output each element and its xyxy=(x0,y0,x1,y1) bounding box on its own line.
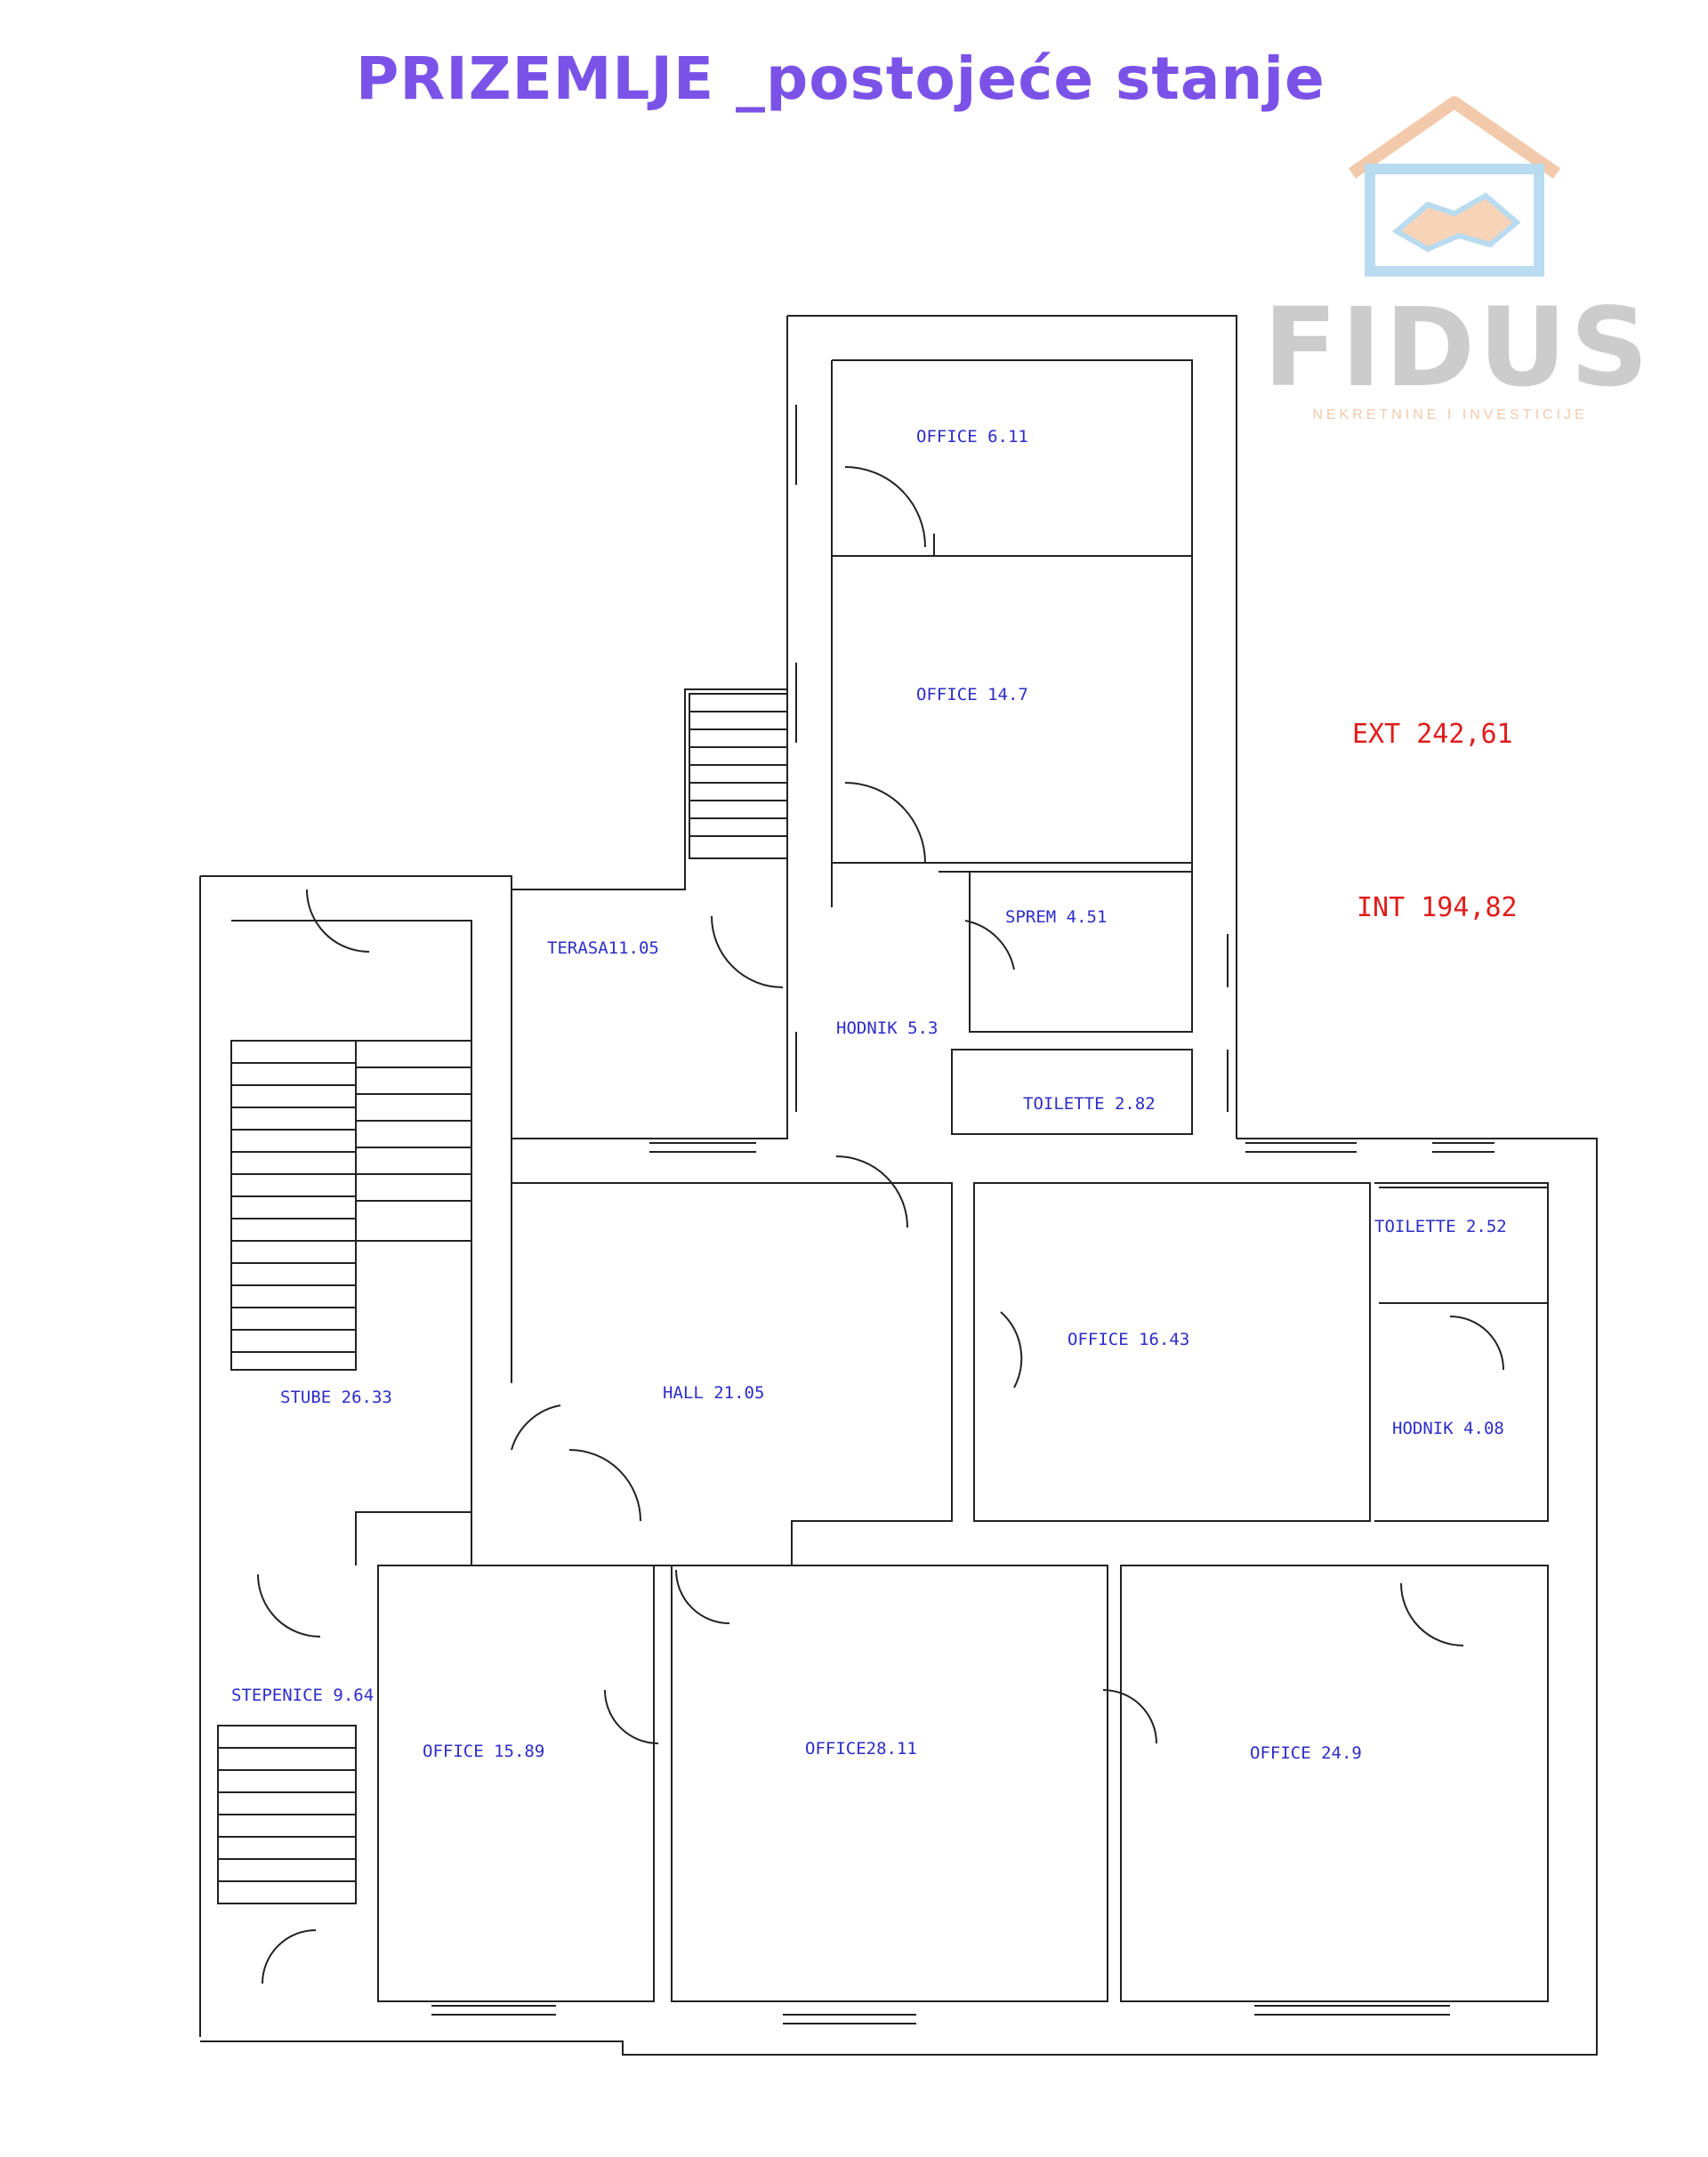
wall-east-wing xyxy=(1237,1138,1598,2041)
windows xyxy=(431,405,1494,2024)
door-swing-15 xyxy=(1102,1689,1157,1744)
wall-south-outer xyxy=(200,2040,1598,2056)
door-swing-3 xyxy=(711,915,784,988)
room-stube: STUBE 26.33 xyxy=(280,1388,392,1407)
room-hodnik-53: HODNIK 5.3 xyxy=(836,1018,939,1038)
room-toilette-282: TOILETTE 2.82 xyxy=(1023,1094,1156,1114)
room-sprem: SPREM 4.51 xyxy=(1005,907,1108,927)
room-office-611: OFFICE 6.11 xyxy=(916,427,1028,447)
room-office-2811: OFFICE28.11 xyxy=(805,1739,917,1759)
door-swing-7 xyxy=(511,1404,561,1451)
door-swing-11 xyxy=(1449,1316,1504,1371)
wall-toilette-282 xyxy=(951,1049,1193,1135)
door-swing-13 xyxy=(675,1569,730,1624)
wall-office-249 xyxy=(1120,1565,1549,2002)
wall-toilette-252 xyxy=(1379,1187,1549,1304)
wall-office-2811 xyxy=(671,1565,1108,2002)
plan-title: PRIZEMLJE _postojeće stanje xyxy=(356,44,1325,113)
door-swing-8 xyxy=(568,1449,641,1522)
door-swing-10 xyxy=(257,1573,321,1638)
door-swing-4 xyxy=(964,920,1015,970)
door-swing-12 xyxy=(1400,1582,1464,1646)
door-swing-1 xyxy=(844,466,926,548)
stair-flight-west xyxy=(230,1040,357,1371)
wall-office-1643 xyxy=(973,1182,1371,1522)
room-office-1589: OFFICE 15.89 xyxy=(423,1742,545,1761)
room-office-147: OFFICE 14.7 xyxy=(916,685,1028,704)
door-swing-5 xyxy=(835,1155,908,1228)
logo-wordmark: FIDUS xyxy=(1263,285,1652,411)
room-office-1643: OFFICE 16.43 xyxy=(1068,1330,1190,1349)
wall-sprem xyxy=(939,871,1193,1033)
stair-flight-center xyxy=(356,1040,472,1242)
room-terasa: TERASA11.05 xyxy=(547,938,659,958)
stair-flight-north xyxy=(689,693,788,859)
logo-tagline: NEKRETNINE I INVESTICIJE xyxy=(1312,407,1588,423)
int-area-label: INT 194,82 xyxy=(1357,892,1518,923)
room-hall: HALL 21.05 xyxy=(663,1383,765,1403)
fidus-logo: FIDUS NEKRETNINE I INVESTICIJE xyxy=(1263,89,1652,445)
wall-terasa xyxy=(512,688,788,1139)
door-swing-14 xyxy=(604,1689,659,1744)
room-toilette-252: TOILETTE 2.52 xyxy=(1374,1217,1507,1236)
wall-office-1589 xyxy=(377,1565,655,2002)
room-stepenice: STEPENICE 9.64 xyxy=(231,1686,375,1705)
ext-area-label: EXT 242,61 xyxy=(1352,719,1513,750)
wall-stair-tower xyxy=(199,875,512,2037)
stair-flight-south xyxy=(217,1725,357,1904)
handshake-house-icon xyxy=(1349,96,1560,277)
door-swing-16 xyxy=(262,1929,317,1984)
door-swing-9 xyxy=(306,889,370,953)
door-swing-2 xyxy=(844,782,926,864)
room-hodnik-408: HODNIK 4.08 xyxy=(1392,1419,1504,1438)
wall-north-wing-inner xyxy=(831,359,1193,1032)
door-swing-6 xyxy=(1000,1311,1023,1388)
wall-office-divider xyxy=(832,534,1192,864)
room-office-249: OFFICE 24.9 xyxy=(1250,1743,1362,1763)
